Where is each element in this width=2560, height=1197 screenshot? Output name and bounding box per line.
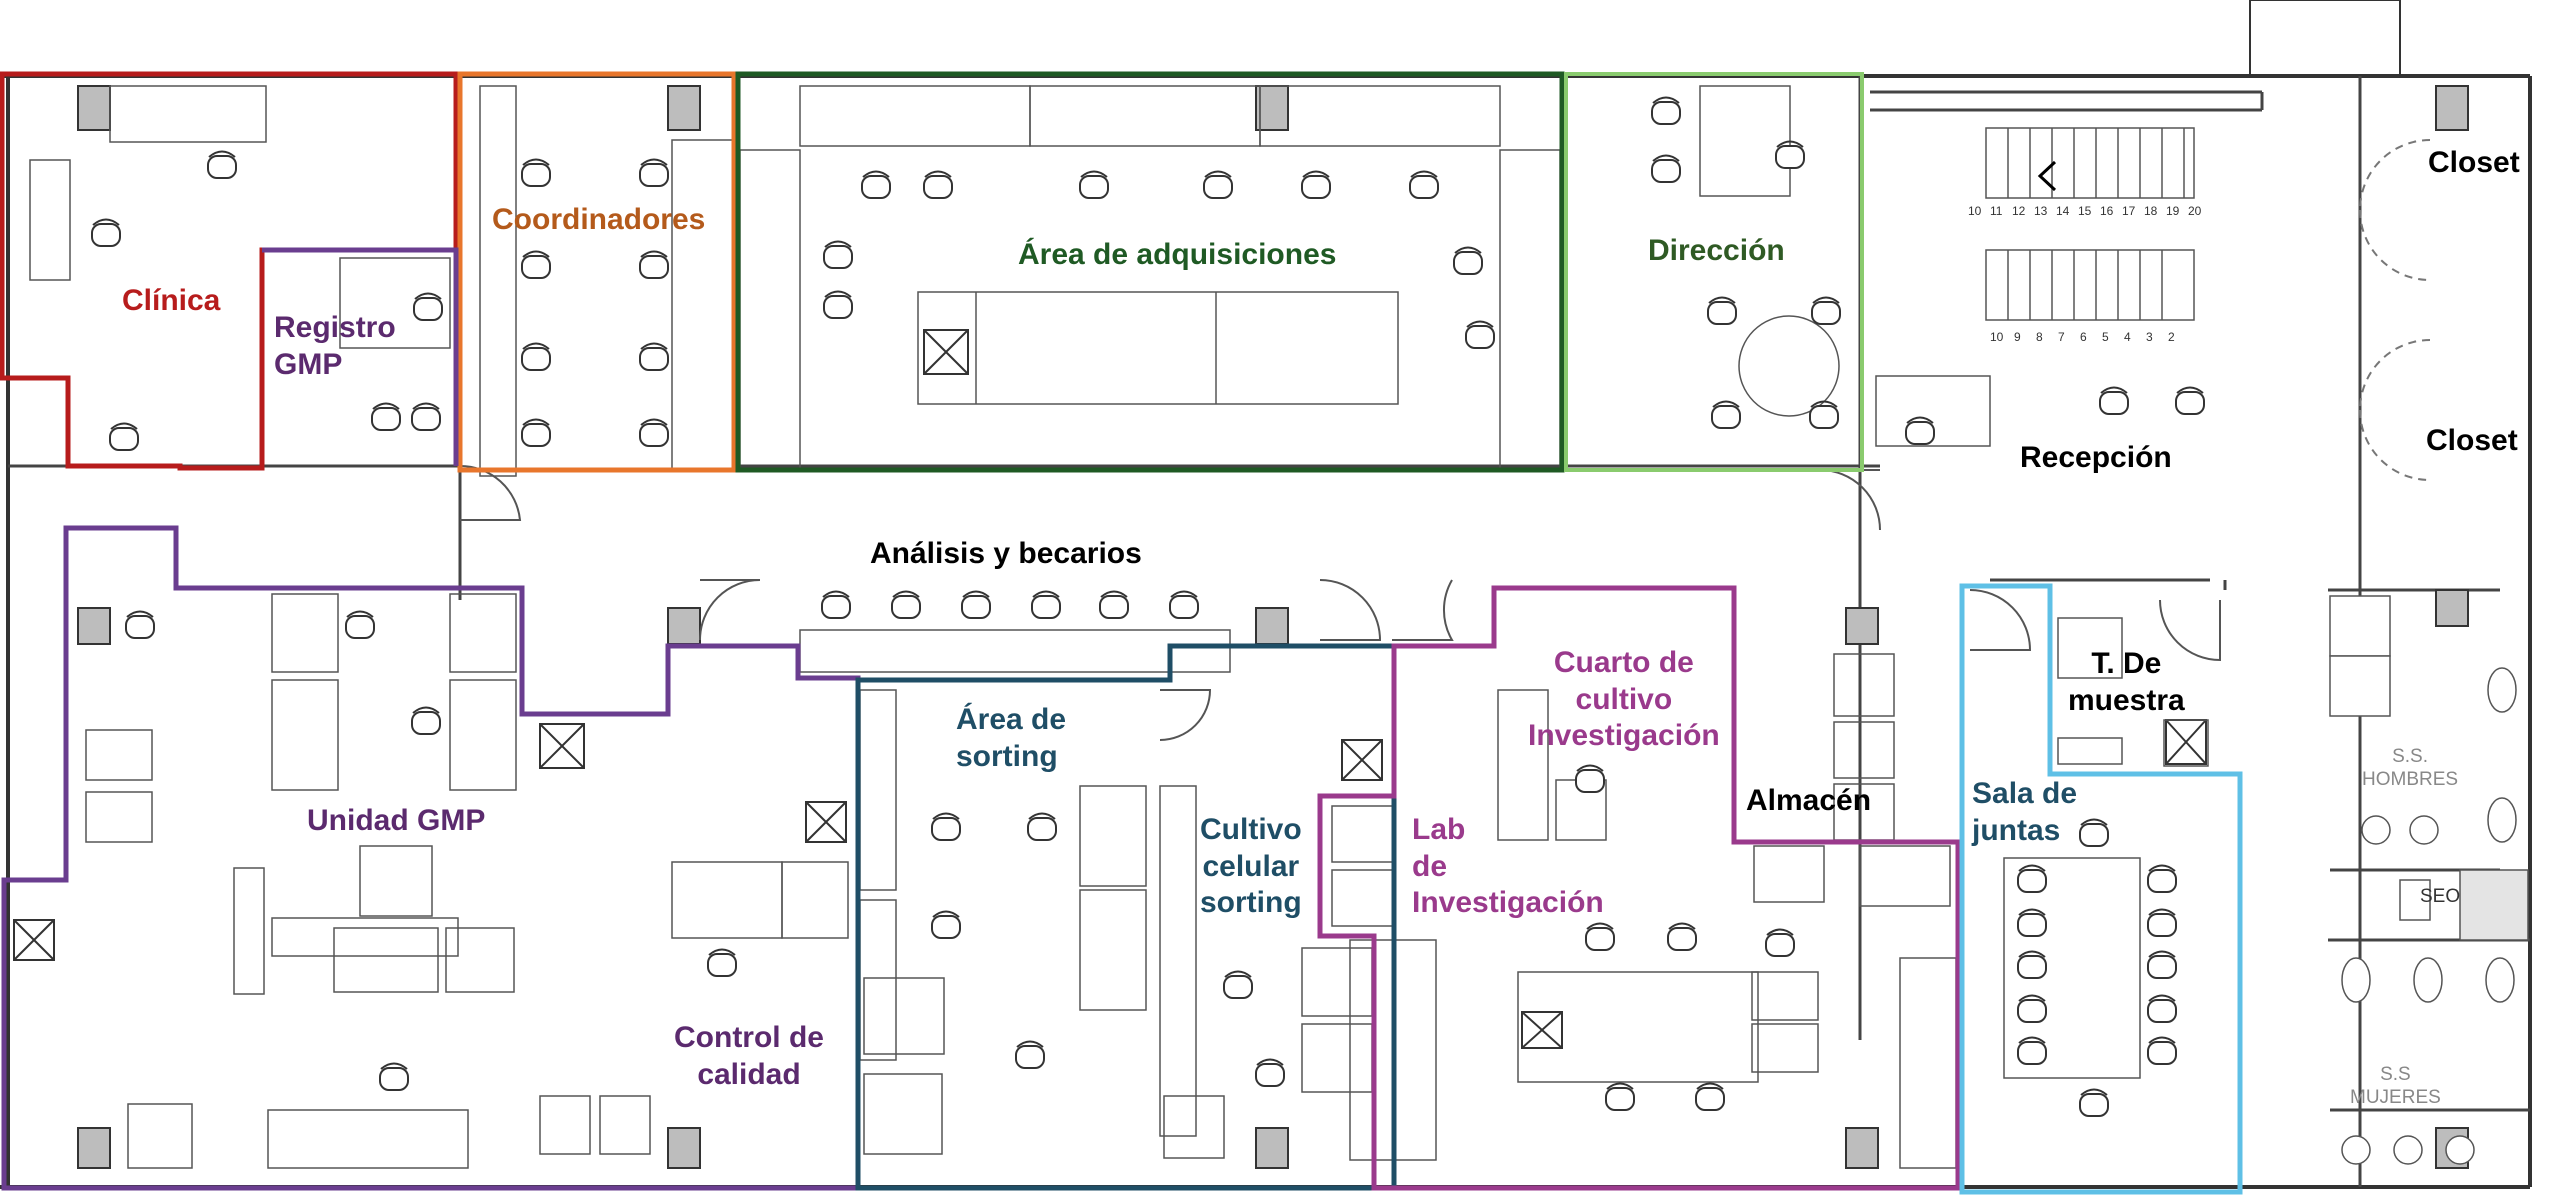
label-cultivo-line2: celular	[1202, 849, 1300, 883]
stair-number: 17	[2122, 204, 2136, 218]
label-control-line2: calidad	[697, 1057, 801, 1091]
label-toma-muestra: T. De muestra	[2068, 646, 2185, 719]
label-closet-mid: Closet	[2426, 424, 2518, 457]
label-cultivo-celular: Cultivo celular sorting	[1200, 812, 1302, 922]
stair-number: 9	[2014, 330, 2021, 344]
label-control-calidad: Control de calidad	[674, 1020, 824, 1093]
label-lab-line3: Investigación	[1412, 886, 1604, 920]
zone-investigacion	[1317, 585, 1961, 1191]
stair-number: 19	[2166, 204, 2180, 218]
label-muestra-line2: muestra	[2068, 683, 2185, 717]
label-registro-gmp: Registro GMP	[274, 310, 396, 383]
zone-coordinadores	[457, 71, 737, 473]
stair-number: 8	[2036, 330, 2043, 344]
label-area-sorting-line1: Área de	[956, 703, 1067, 736]
label-control-line1: Control de	[674, 1021, 824, 1054]
label-ss-hombres: S.S. HOMBRES	[2362, 746, 2458, 792]
stair-number: 11	[1990, 204, 2003, 218]
zone-unidad-gmp	[1, 525, 861, 1191]
label-closet-top: Closet	[2428, 146, 2520, 179]
label-lab-investigacion: Lab de Investigación	[1412, 812, 1604, 922]
label-sala-line1: Sala de	[1972, 777, 2078, 810]
stair-number: 15	[2078, 204, 2092, 218]
zone-direccion	[1564, 72, 1864, 472]
zone-registro	[262, 247, 459, 466]
doors	[459, 464, 2221, 741]
restroom-fixtures	[2329, 595, 2529, 1165]
label-lab-line1: Lab	[1412, 813, 1466, 846]
label-lab-line2: de	[1412, 849, 1448, 883]
label-recepcion: Recepción	[2020, 441, 2172, 474]
stair-number: 10	[1990, 330, 2004, 344]
closet-doors	[2359, 139, 2431, 481]
label-unidad-gmp: Unidad GMP	[307, 804, 486, 837]
label-aseo: SEO	[2420, 886, 2461, 907]
label-area-sorting-line2: sorting	[956, 739, 1058, 773]
stair-number: 4	[2124, 330, 2131, 344]
label-muestra-line1: T. De	[2091, 647, 2162, 680]
stair-number: 16	[2100, 204, 2114, 218]
label-registro-line2: GMP	[274, 347, 343, 381]
equipment-boxes	[13, 329, 2207, 1049]
label-registro-line1: Registro	[274, 311, 396, 344]
stair-number: 18	[2144, 204, 2158, 218]
label-coordinadores: Coordinadores	[492, 203, 706, 236]
staircase	[1985, 127, 2195, 321]
stair-number: 5	[2102, 330, 2109, 344]
label-cuarto-line1: Cuarto de	[1553, 646, 1694, 679]
stair-number: 2	[2168, 330, 2175, 344]
zone-adquisiciones	[735, 71, 1565, 473]
stair-number: 20	[2188, 204, 2202, 218]
stair-number: 10	[1968, 204, 1982, 218]
label-almacen: Almacén	[1746, 784, 1872, 817]
label-cuarto-line3: Investigación	[1528, 719, 1720, 753]
stair-number: 13	[2034, 204, 2048, 218]
stair-number: 3	[2146, 330, 2153, 344]
label-mujeres-line2: MUJERES	[2350, 1086, 2441, 1108]
label-area-sorting: Área de sorting	[956, 702, 1066, 775]
stair-number: 12	[2012, 204, 2026, 218]
label-clinica: Clínica	[122, 284, 221, 317]
label-adquisiciones: Área de adquisiciones	[1018, 238, 1337, 271]
label-hombres-line1: S.S.	[2392, 746, 2428, 767]
label-analisis-becarios: Análisis y becarios	[870, 537, 1142, 570]
label-sala-line2: juntas	[1972, 813, 2061, 847]
zone-outlines	[0, 71, 2243, 1195]
label-hombres-line2: HOMBRES	[2362, 768, 2459, 790]
zone-sala-juntas	[1959, 583, 2243, 1195]
label-cultivo-line3: sorting	[1200, 886, 1302, 920]
label-direccion: Dirección	[1648, 234, 1785, 267]
label-ss-mujeres: S.S MUJERES	[2350, 1064, 2441, 1110]
stair-number: 6	[2080, 330, 2087, 344]
stair-number: 14	[2056, 204, 2070, 218]
label-cuarto-cultivo: Cuarto de cultivo Investigación	[1528, 645, 1720, 755]
label-sala-juntas: Sala de juntas	[1972, 776, 2077, 849]
stair-number: 7	[2058, 330, 2065, 344]
label-cuarto-line2: cultivo	[1575, 682, 1673, 716]
label-cultivo-line1: Cultivo	[1200, 813, 1302, 846]
zone-clinica	[0, 71, 459, 471]
label-mujeres-line1: S.S	[2380, 1064, 2411, 1085]
structural-columns	[77, 85, 2469, 1169]
